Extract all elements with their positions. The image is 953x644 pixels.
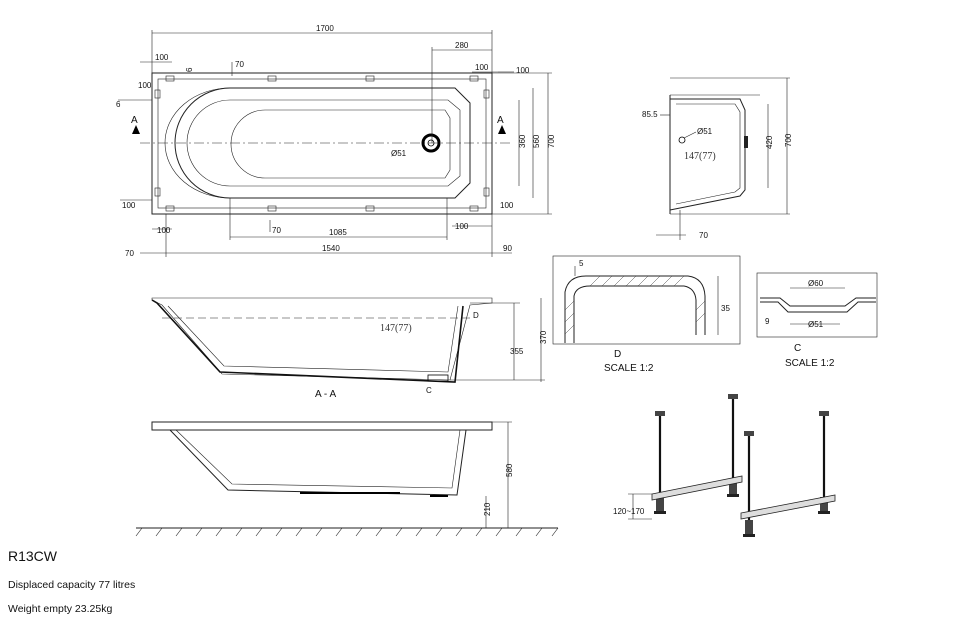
- dim-6-left: 6: [116, 100, 121, 109]
- detail-c-dim-60: Ø60: [808, 279, 824, 288]
- detail-c-scale: SCALE 1:2: [785, 358, 835, 369]
- end-dim-700: 700: [784, 133, 793, 147]
- elevation-dim-580: 580: [505, 463, 514, 477]
- section-marker-left: A: [131, 115, 138, 126]
- end-dim-420: 420: [765, 135, 774, 149]
- capacity-spec: Displaced capacity 77 litres: [8, 579, 136, 591]
- dim-100-tl: 100: [155, 53, 169, 62]
- dim-560: 560: [532, 134, 541, 148]
- end-waste: Ø51: [697, 127, 713, 136]
- plan-view: Ø51 A A 1700 280 100 100 100 70 6 100 6 …: [116, 24, 556, 258]
- end-dim-85: 85.5: [642, 110, 658, 119]
- detail-c-dim-51: Ø51: [808, 320, 824, 329]
- plan-waste-outer: [421, 133, 441, 153]
- dim-700: 700: [547, 134, 556, 148]
- dim-70-bottom: 70: [272, 226, 281, 235]
- plan-pads: [154, 75, 490, 212]
- end-dim-70: 70: [699, 231, 708, 240]
- dim-100-bottom-l: 100: [157, 226, 171, 235]
- leg-set: 120~170: [613, 394, 836, 537]
- end-view: 85.5 Ø51 147(77) 420 700 70: [642, 77, 793, 240]
- dim-90: 90: [503, 244, 512, 253]
- section-view: 147(77) C D 355 370 A - A: [151, 297, 548, 400]
- plan-waste-label: Ø51: [391, 149, 407, 158]
- dim-100-bl: 100: [122, 201, 136, 210]
- detail-d-scale: SCALE 1:2: [604, 363, 654, 374]
- dim-100-r: 100: [516, 66, 530, 75]
- dim-280: 280: [455, 41, 469, 50]
- plan-waste-inner: [427, 139, 435, 147]
- section-label: A - A: [315, 389, 336, 400]
- detail-c: Ø60 9 Ø51 C SCALE 1:2: [756, 272, 878, 369]
- dim-1540: 1540: [322, 244, 340, 253]
- legs-adjust: 120~170: [613, 507, 645, 516]
- side-elevation: 580 210: [135, 421, 559, 537]
- detail-c-dim-9: 9: [765, 317, 770, 326]
- dim-100-left: 100: [138, 81, 152, 90]
- section-marker-c: C: [426, 386, 432, 395]
- dim-100-right-low: 100: [500, 201, 514, 210]
- elevation-dim-210: 210: [483, 502, 492, 516]
- dim-100-bottom-r: 100: [455, 222, 469, 231]
- end-depth-note: 147(77): [684, 151, 716, 162]
- weight-spec: Weight empty 23.25kg: [8, 603, 113, 615]
- section-arrow-right: [498, 125, 506, 134]
- plan-outer-rim: [151, 72, 493, 215]
- detail-d-label: D: [614, 349, 621, 360]
- section-arrow-left: [132, 125, 140, 134]
- dim-70-top: 70: [235, 60, 244, 69]
- section-dim-355: 355: [510, 347, 524, 356]
- dim-100-tr: 100: [475, 63, 489, 72]
- detail-d: 5 35 D SCALE 1:2: [552, 255, 741, 374]
- detail-d-dim-35: 35: [721, 304, 730, 313]
- detail-c-label: C: [794, 343, 801, 354]
- dim-360: 360: [518, 134, 527, 148]
- detail-d-dim-5: 5: [579, 259, 584, 268]
- dim-6: 6: [185, 67, 194, 72]
- section-dim-370: 370: [539, 330, 548, 344]
- dim-1085: 1085: [329, 228, 347, 237]
- plan-floor: [230, 109, 451, 179]
- model-code: R13CW: [8, 548, 58, 564]
- section-marker-d: D: [473, 311, 479, 320]
- plan-inner-rim: [157, 78, 487, 209]
- section-marker-right: A: [497, 115, 504, 126]
- plan-basin-inner: [186, 99, 461, 187]
- section-depth-note: 147(77): [380, 323, 412, 334]
- dim-1700: 1700: [316, 24, 334, 33]
- dim-70-left: 70: [125, 249, 134, 258]
